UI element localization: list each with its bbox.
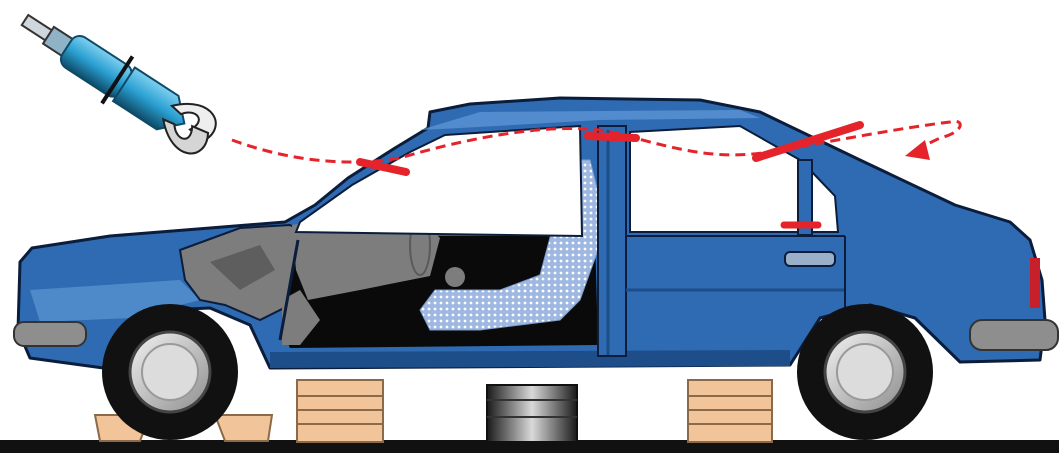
weld-gun-icon <box>10 0 224 163</box>
rear-wheel <box>797 304 933 440</box>
rear-bumper <box>970 320 1058 350</box>
front-support-stand <box>297 380 383 442</box>
path-arrow-icon <box>905 140 930 160</box>
rear-support-stand <box>688 380 772 442</box>
b-pillar <box>598 126 626 356</box>
center-jack <box>487 385 577 442</box>
tail-light <box>1030 258 1040 308</box>
windows <box>296 126 838 236</box>
front-wheel <box>102 304 238 440</box>
front-bumper <box>14 322 86 346</box>
door-handle <box>785 252 835 266</box>
weld-point-icon <box>588 136 636 138</box>
